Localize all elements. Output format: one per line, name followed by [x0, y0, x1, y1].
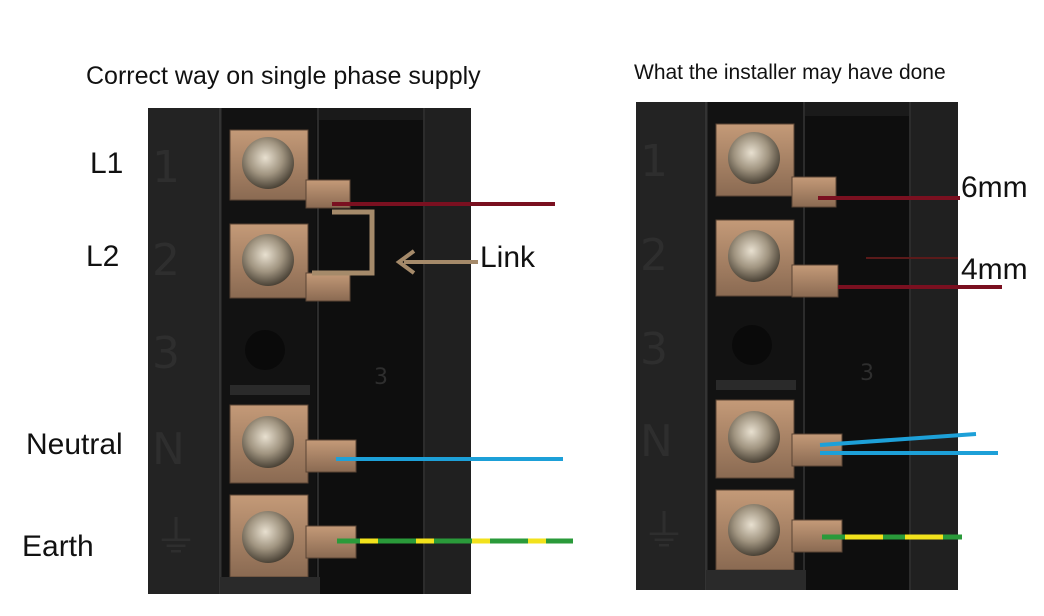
left-terminal-block: 1 2 3 N ⏚ 3	[148, 108, 471, 594]
left-panel-title: Correct way on single phase supply	[86, 62, 481, 90]
label-l2: L2	[86, 240, 120, 273]
label-4mm: 4mm	[961, 253, 1028, 286]
left-terminal-neutral	[229, 404, 357, 484]
svg-text:2: 2	[152, 235, 180, 286]
right-terminal-block: 1 2 3 N ⏚ 3	[636, 102, 958, 590]
svg-text:N: N	[152, 424, 185, 475]
svg-text:3: 3	[374, 365, 388, 390]
left-terminal-earth	[229, 494, 357, 578]
link-arrow	[395, 249, 478, 275]
svg-text:1: 1	[640, 136, 668, 187]
label-l1: L1	[90, 147, 124, 180]
label-earth: Earth	[22, 530, 94, 563]
svg-text:3: 3	[640, 324, 668, 375]
svg-text:1: 1	[152, 142, 180, 193]
left-terminal-l2	[229, 223, 351, 302]
left-terminal-l1	[229, 129, 351, 209]
svg-text:2: 2	[640, 230, 668, 281]
svg-text:3: 3	[152, 328, 180, 379]
right-panel-title: What the installer may have done	[634, 61, 946, 84]
right-terminal-earth	[715, 489, 843, 571]
svg-text:⏚: ⏚	[642, 506, 686, 557]
label-link: Link	[480, 241, 536, 274]
svg-text:⏚: ⏚	[154, 512, 198, 563]
right-terminal-neutral	[715, 399, 843, 479]
label-neutral: Neutral	[26, 428, 123, 461]
right-neutral-wire-1	[819, 432, 977, 447]
right-terminal-1	[715, 123, 837, 208]
link-wire	[312, 209, 375, 276]
label-6mm: 6mm	[961, 171, 1028, 204]
right-terminal-2	[715, 219, 839, 298]
svg-text:3: 3	[860, 361, 874, 386]
svg-text:N: N	[640, 416, 673, 467]
